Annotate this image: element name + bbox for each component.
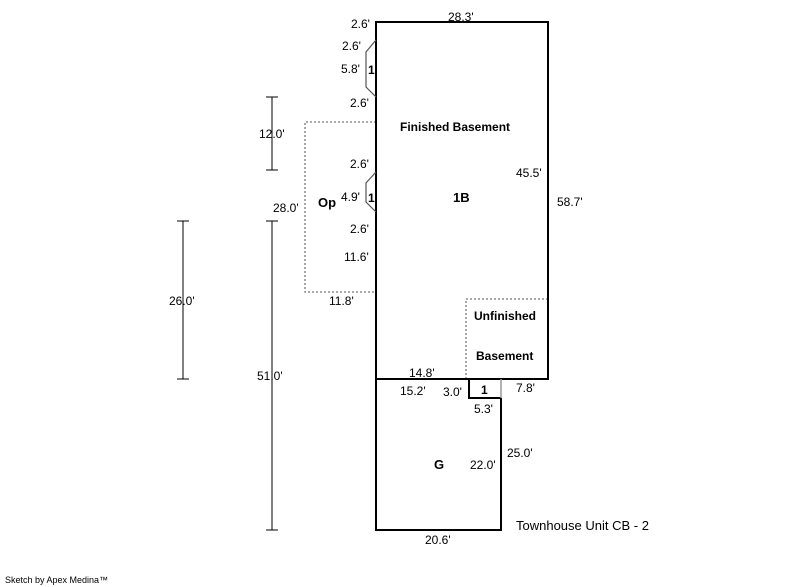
dimension-line-51 — [266, 220, 278, 531]
dim-bay-top-a: 2.6' — [342, 39, 361, 53]
main-basement-outline — [375, 21, 549, 380]
bay-window-top — [365, 39, 377, 98]
dim-garage-width: 20.6' — [425, 533, 451, 547]
dim-garage-inner: 22.0' — [470, 458, 496, 472]
open-porch-outline — [304, 121, 376, 293]
dim-garage-right: 25.0' — [507, 446, 533, 460]
dim-ref-26: 26.0' — [169, 294, 195, 308]
dim-bay-top-b: 2.6' — [350, 96, 369, 110]
sketch-title: Townhouse Unit CB - 2 — [516, 518, 649, 533]
dim-bay-mid-len: 4.9' — [341, 190, 360, 204]
garage-outline — [375, 379, 502, 531]
area-label-open-porch: Op — [318, 195, 336, 210]
dim-bay-top-len: 5.8' — [341, 62, 360, 76]
bay-window-mid — [365, 171, 377, 213]
dim-bay-mid-a: 2.6' — [350, 157, 369, 171]
dim-right-inner: 45.5' — [516, 166, 542, 180]
dim-left-lower: 11.6' — [344, 250, 369, 264]
dim-top-left: 2.6' — [351, 17, 370, 31]
area-label-garage: G — [434, 457, 444, 472]
dim-step-3-0: 3.0' — [443, 385, 462, 399]
area-label-finished-basement: Finished Basement — [400, 120, 510, 134]
step-box-outline — [468, 379, 501, 399]
area-label-step-box: 1 — [481, 383, 488, 397]
dim-bay-mid-b: 2.6' — [350, 222, 369, 236]
area-label-bay-top: 1 — [368, 63, 375, 77]
area-label-unfinished: Unfinished — [474, 309, 536, 323]
dimension-line-12 — [266, 96, 278, 171]
dim-ref-51: 51.0' — [257, 369, 283, 383]
unfinished-basement-outline — [465, 298, 548, 379]
dimension-line-26 — [177, 220, 189, 380]
dim-right-total: 58.7' — [557, 195, 583, 209]
sketch-footer: Sketch by Apex Medina™ — [5, 575, 108, 585]
area-label-basement: Basement — [476, 349, 533, 363]
area-label-main-code: 1B — [453, 190, 470, 205]
dim-top-width: 28.3' — [448, 10, 474, 24]
dim-bottom-14-8: 14.8' — [409, 366, 435, 380]
dim-step-7-8: 7.8' — [516, 381, 535, 395]
area-label-bay-mid: 1 — [368, 191, 375, 205]
dim-step-5-3: 5.3' — [474, 402, 493, 416]
dim-bottom-15-2: 15.2' — [400, 384, 426, 398]
dim-ref-12: 12.0' — [259, 127, 285, 141]
dim-op-height: 28.0' — [273, 201, 299, 215]
dim-op-width: 11.8' — [329, 294, 354, 308]
